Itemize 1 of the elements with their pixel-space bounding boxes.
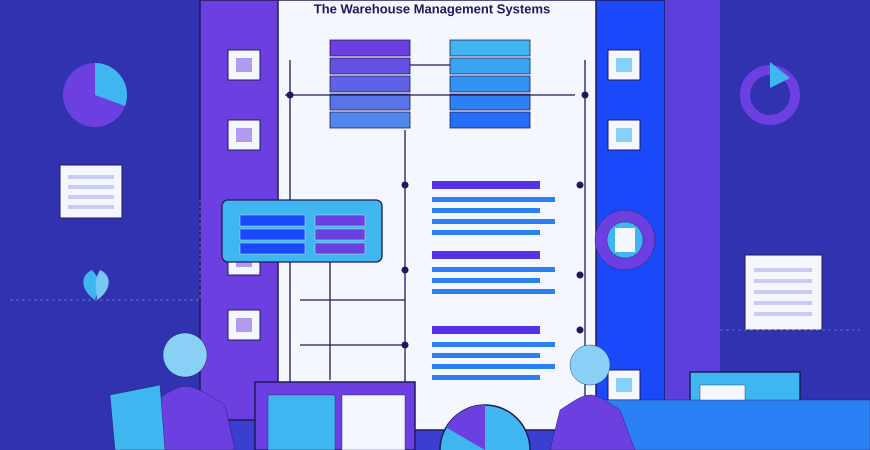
heading: The Warehouse Management Systems bbox=[314, 4, 550, 16]
